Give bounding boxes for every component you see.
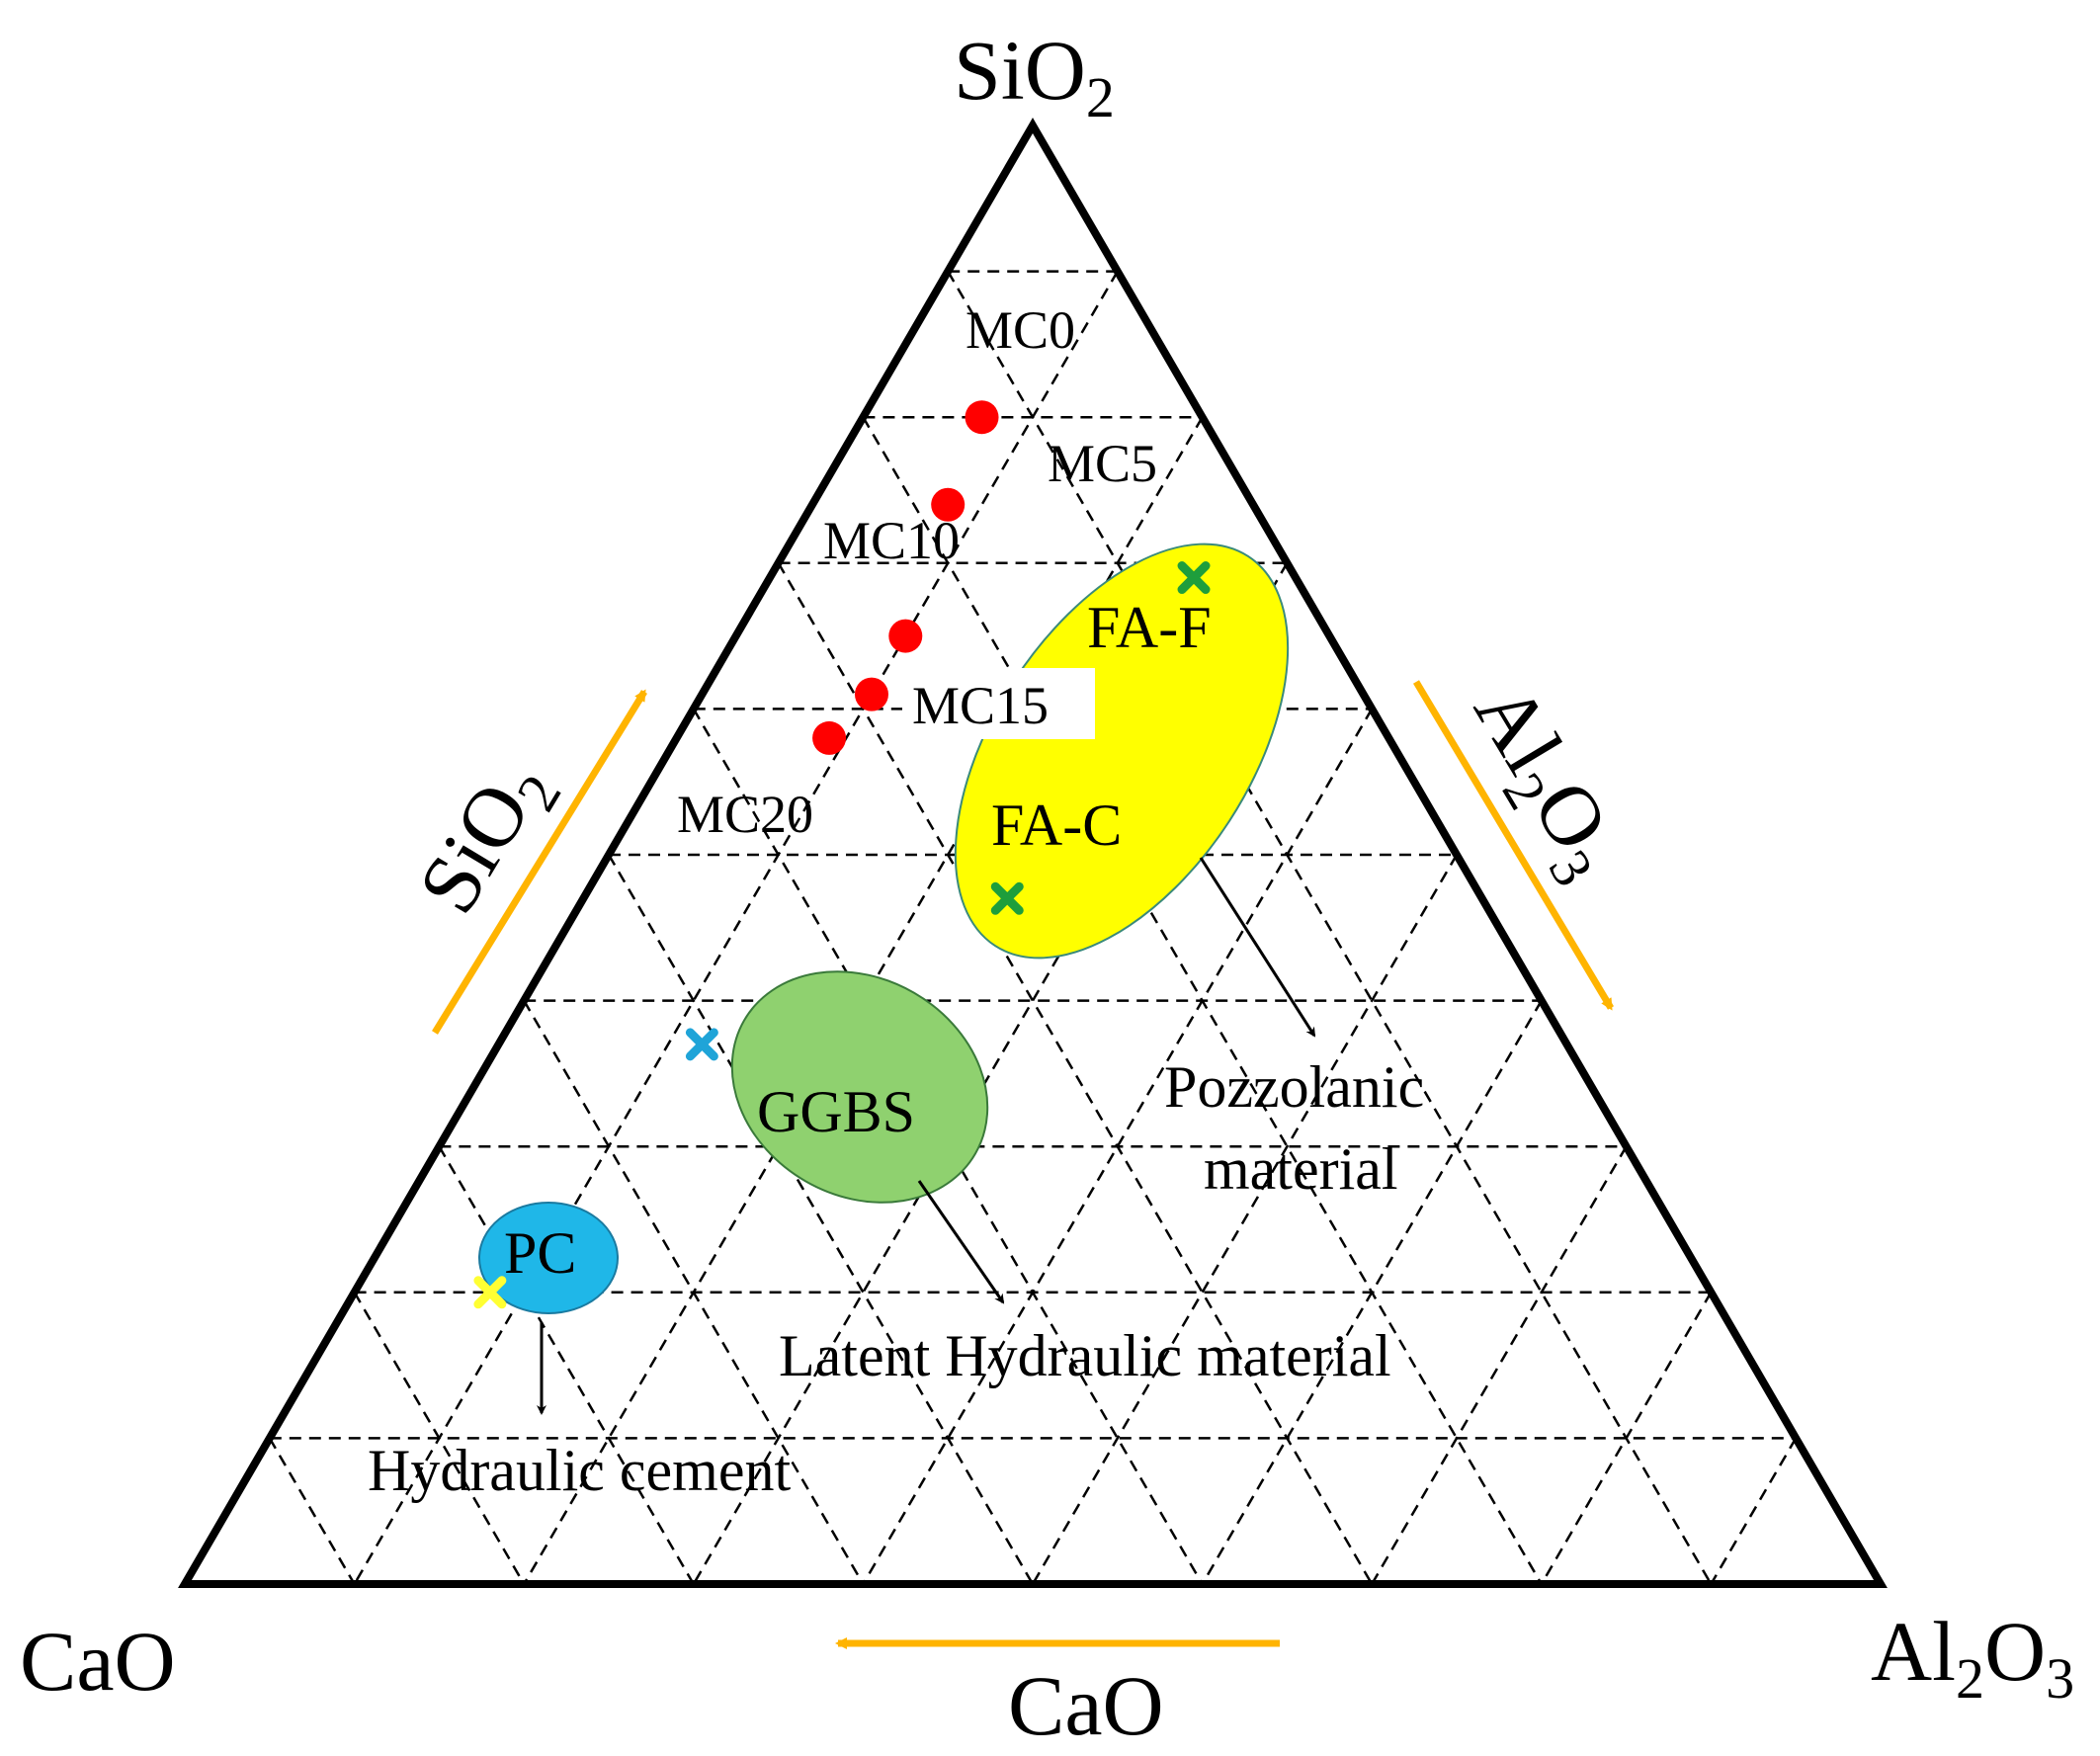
ggbs-region: [730, 970, 989, 1204]
pozzolanic-arrow: [1199, 857, 1316, 1038]
grid-line-al2o3: [353, 270, 1119, 1585]
latent-hydraulic-arrow: [917, 1180, 1005, 1304]
region-markers: [473, 561, 1211, 1309]
sample-point-mc15: [854, 677, 888, 711]
region-label-fa-c: FA-C: [991, 793, 1122, 858]
grid-line-al2o3: [1371, 1145, 1628, 1585]
sample-point-mc5: [931, 487, 966, 522]
vertex-label-right: Al2O3: [1871, 1604, 2074, 1711]
zone-label-hydraulic-cement: Hydraulic cement: [368, 1438, 791, 1503]
zone-label-latent-hydraulic: Latent Hydraulic material: [779, 1323, 1391, 1388]
grid-line-cao: [353, 1292, 526, 1585]
zone-label-pozzolanic-line2: material: [1204, 1136, 1398, 1202]
grid-line-cao: [947, 270, 1713, 1585]
grid-line-al2o3: [1031, 854, 1459, 1585]
ggbs-ellipse: [730, 970, 989, 1204]
region-marker-fa-f: [1177, 561, 1211, 595]
pc-region: [478, 1202, 619, 1314]
grid-line-cao: [438, 1145, 695, 1585]
sample-point-mc10: [888, 619, 923, 653]
grid-line-cao: [607, 854, 1035, 1585]
grid-line-cao: [523, 999, 865, 1585]
vertex-label-top: SiO2: [954, 23, 1115, 129]
sample-point-mc0: [965, 400, 999, 435]
mc15-label-background: [902, 668, 1095, 739]
side-label-sio2: SiO2: [399, 742, 573, 935]
sample-point-mc20: [812, 720, 847, 755]
ternary-triangle: [178, 118, 1888, 1588]
sample-label-mc20: MC20: [677, 785, 813, 844]
region-label-pc: PC: [504, 1220, 576, 1286]
grid-line-cao: [268, 1437, 356, 1585]
sample-label-mc0: MC0: [966, 300, 1075, 360]
region-marker-pc: [473, 1276, 507, 1309]
region-label-ggbs: GGBS: [757, 1079, 915, 1144]
region-marker-fa-c: [990, 881, 1024, 915]
sample-label-mc15: MC15: [912, 676, 1049, 735]
pc-ellipse: [478, 1202, 619, 1314]
sample-label-mc10: MC10: [823, 511, 960, 570]
sample-points: [812, 400, 999, 755]
sio2-axis-arrow: [432, 689, 647, 1035]
region-label-fa-f: FA-F: [1087, 595, 1212, 660]
grid-line-al2o3: [1201, 999, 1543, 1585]
region-marker-ggbs: [685, 1028, 718, 1061]
grid-line-al2o3: [1540, 1292, 1713, 1585]
grid-line-al2o3: [1710, 1437, 1798, 1585]
vertex-label-left: CaO: [20, 1614, 176, 1709]
al2o3-axis-arrow: [1412, 680, 1615, 1011]
sample-label-mc5: MC5: [1048, 434, 1157, 493]
zone-label-pozzolanic-line1: Pozzolanic: [1164, 1054, 1424, 1120]
side-label-cao: CaO: [1008, 1658, 1164, 1753]
